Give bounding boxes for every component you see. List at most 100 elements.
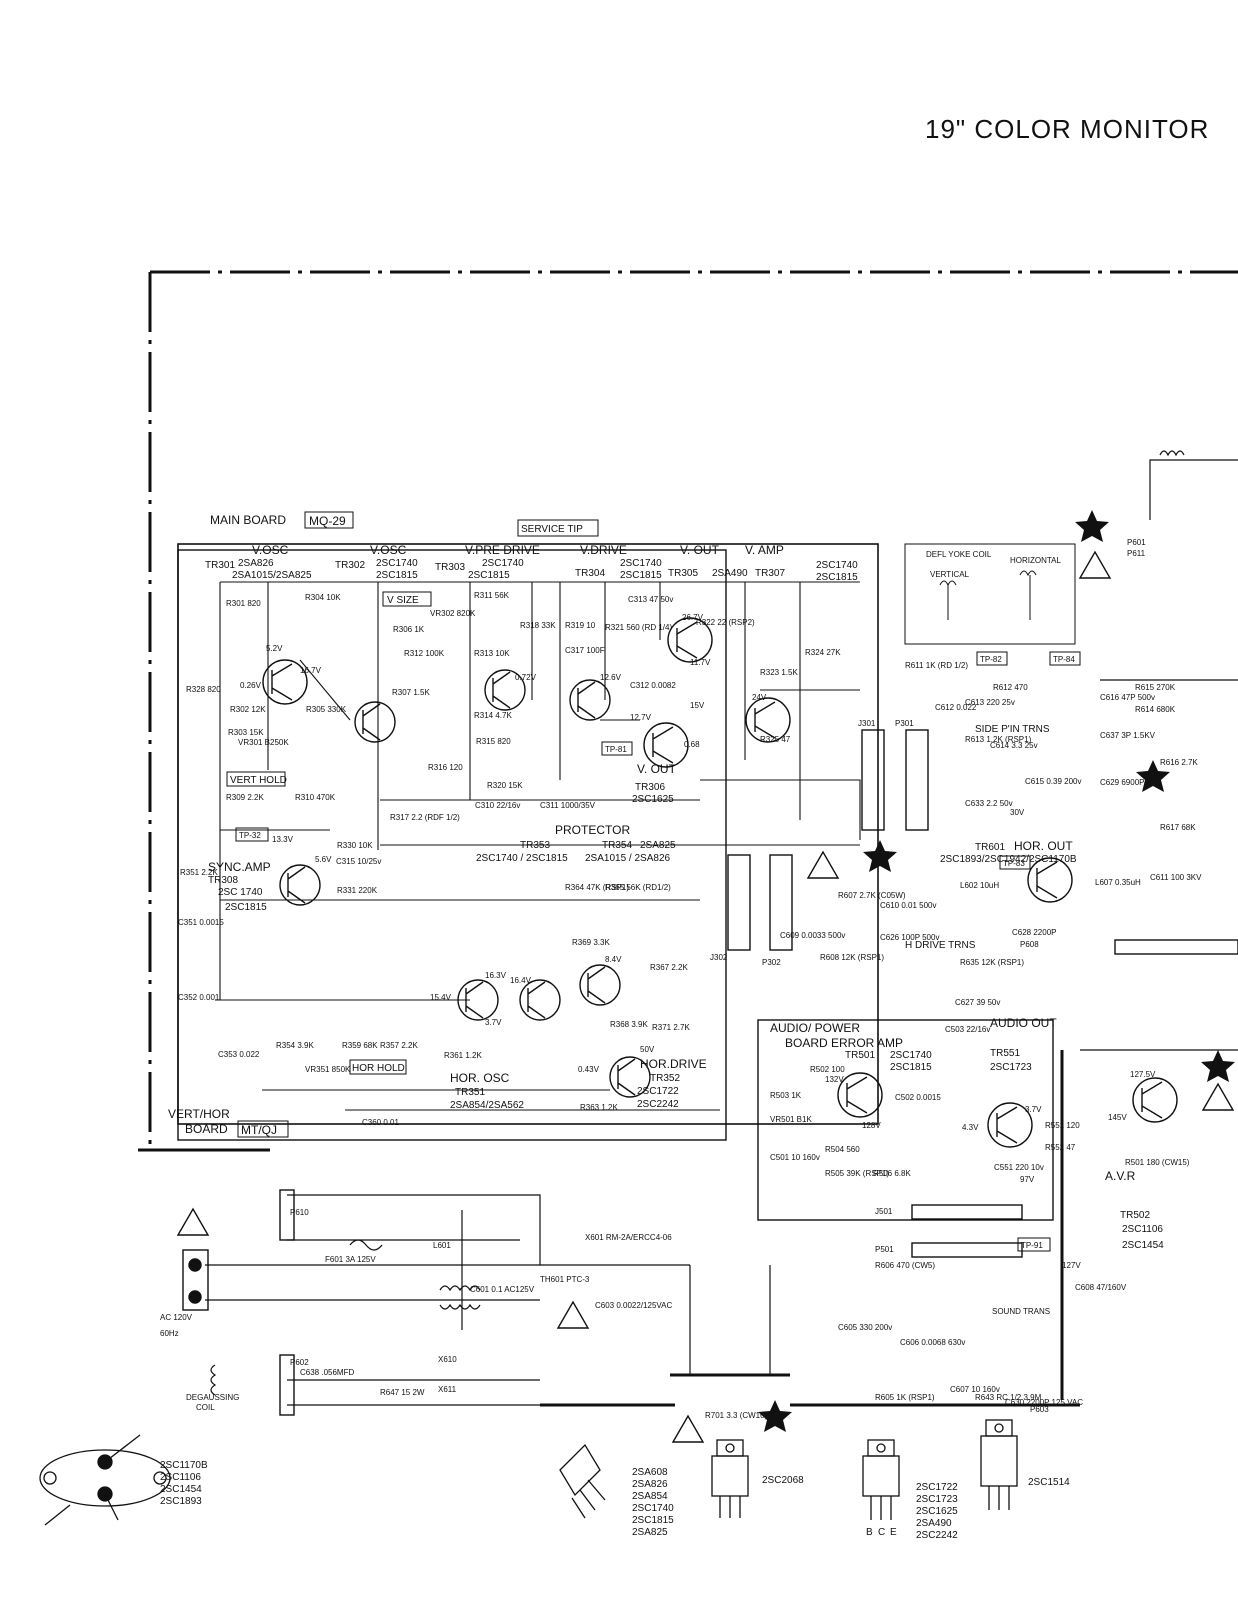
c312-label: C312 0.0082 bbox=[630, 681, 676, 690]
tp-91: TP-91 bbox=[1021, 1241, 1043, 1250]
tr354-part: 2SA825 bbox=[640, 840, 676, 851]
c610-label: C610 0.01 500v bbox=[880, 901, 937, 910]
c611-label: C611 100 3KV bbox=[1150, 873, 1202, 882]
r503-label: R503 1K bbox=[770, 1091, 802, 1100]
legend-to92-1: 2SA826 bbox=[632, 1479, 668, 1490]
l607-label: L607 0.35uH bbox=[1095, 878, 1141, 887]
r354-label: R354 3.9K bbox=[276, 1041, 314, 1050]
conn-j301: J301 bbox=[858, 719, 876, 728]
volt-15v: 15V bbox=[690, 701, 705, 710]
adjust-boxes bbox=[226, 591, 432, 1075]
hor-osc: HOR. OSC bbox=[450, 1071, 510, 1085]
tr301-part: 2SA826 bbox=[238, 558, 274, 569]
r607-label: R607 2.7K (C05W) bbox=[838, 891, 906, 900]
volt-3v7-b: 3.7V bbox=[1025, 1105, 1042, 1114]
vr501-label: VR501 B1K bbox=[770, 1115, 812, 1124]
tr301-alt: 2SA1015/2SA825 bbox=[232, 570, 312, 581]
r304-label: R304 10K bbox=[305, 593, 341, 602]
c637-label: C637 3P 1.5KV bbox=[1100, 731, 1156, 740]
tp-83: TP-83 bbox=[1003, 859, 1025, 868]
legend-to92-0: 2SA608 bbox=[632, 1467, 668, 1478]
tr303-alt: 2SC1815 bbox=[468, 570, 510, 581]
c313-label: C313 47 50v bbox=[628, 595, 673, 604]
vert-hor-board: VERT/HOR BOARD MT/QJ bbox=[168, 549, 727, 1141]
c615-label: C615 0.39 200v bbox=[1025, 777, 1082, 786]
volt-4v3: 4.3V bbox=[962, 1123, 979, 1132]
c633-label: C633 2.2 50v bbox=[965, 799, 1013, 808]
vr302-label: VR302 820K bbox=[430, 609, 476, 618]
r307-label: R307 1.5K bbox=[392, 688, 430, 697]
volt-145v: 145V bbox=[1108, 1113, 1127, 1122]
hor-out: HOR. OUT bbox=[1014, 839, 1073, 853]
avr-label: A.V.R bbox=[1105, 1169, 1136, 1183]
section-headings: V.OSC V.OSC V.PRE DRIVE V.DRIVE V. OUT V… bbox=[160, 543, 1136, 1412]
legend-to3-0: 2SC1170B bbox=[160, 1460, 208, 1471]
tr353-part: 2SC1740 / 2SC1815 bbox=[476, 853, 568, 864]
c638-label: C638 .056MFD bbox=[300, 1368, 354, 1377]
main-board-code: MQ-29 bbox=[309, 514, 346, 528]
r323-label: R323 1.5K bbox=[760, 668, 798, 677]
volt-3v7: 3.7V bbox=[485, 1018, 502, 1027]
volt-127v5: 127.5V bbox=[1130, 1070, 1156, 1079]
x611-label: X611 bbox=[438, 1385, 457, 1394]
conn-p603: P603 bbox=[1030, 1405, 1049, 1414]
c317-label: C317 100F bbox=[565, 646, 605, 655]
tr304-part: 2SC1740 bbox=[620, 558, 662, 569]
volt-15v4: 15.4V bbox=[430, 993, 452, 1002]
c605-label: C605 330 200v bbox=[838, 1323, 892, 1332]
connector-blocks bbox=[279, 729, 1238, 1416]
c501-label: C501 10 160v bbox=[770, 1153, 820, 1162]
r506-label: R506 6.8K bbox=[873, 1169, 911, 1178]
safety-symbols bbox=[176, 550, 1235, 1443]
c608-label: C608 47/160V bbox=[1075, 1283, 1127, 1292]
r501-label: R501 180 (CW15) bbox=[1125, 1158, 1190, 1167]
v-size-control: V SIZE bbox=[387, 595, 419, 606]
r319-label: R319 10 bbox=[565, 621, 596, 630]
ac-freq-label: 60Hz bbox=[160, 1329, 179, 1338]
conn-p610: P610 bbox=[290, 1208, 309, 1217]
volt-13v3: 13.3V bbox=[272, 835, 294, 844]
tr307-part: 2SC1740 bbox=[816, 560, 858, 571]
hor-drive: HOR.DRIVE bbox=[640, 1057, 707, 1071]
tr352-alt: 2SC2242 bbox=[637, 1099, 679, 1110]
r322-label: R322 22 (RSP2) bbox=[696, 618, 755, 627]
volt-8v4: 8.4V bbox=[605, 955, 622, 964]
tr501-ref: TR501 bbox=[845, 1050, 875, 1061]
power-components bbox=[210, 450, 1185, 1396]
volt-16v3: 16.3V bbox=[485, 971, 507, 980]
c551-label: C551 220 10v bbox=[994, 1163, 1044, 1172]
degaussing-coil-label: COIL bbox=[196, 1403, 215, 1412]
volt-128v: 128V bbox=[862, 1121, 881, 1130]
pin-e: E bbox=[890, 1527, 897, 1538]
hor-hold-control: HOR HOLD bbox=[352, 1063, 405, 1074]
degaussing-label: DEGAUSSING bbox=[186, 1393, 239, 1402]
volt-0v26: 0.26V bbox=[240, 681, 262, 690]
power-section-traces bbox=[205, 459, 1238, 1407]
v-pre-drive: V.PRE DRIVE bbox=[465, 543, 540, 557]
protector: PROTECTOR bbox=[555, 823, 630, 837]
volt-16v7: 16.7V bbox=[300, 666, 322, 675]
c614-label: C614 3.3 25v bbox=[990, 741, 1038, 750]
volt-132v: 132V bbox=[825, 1075, 844, 1084]
r365-label: R365 56K (RD1/2) bbox=[605, 883, 671, 892]
ac-input-terminals bbox=[182, 1249, 209, 1311]
c503-label: C503 22/16v bbox=[945, 1025, 990, 1034]
r361-label: R361 1.2K bbox=[444, 1051, 482, 1060]
r317-label: R317 2.2 (RDF 1/2) bbox=[390, 813, 460, 822]
tr351-part: 2SA854/2SA562 bbox=[450, 1100, 524, 1111]
r635-label: R635 12K (RSP1) bbox=[960, 958, 1024, 967]
c607-label: C607 10 160v bbox=[950, 1385, 1000, 1394]
r321-label: R321 560 (RD 1/4) bbox=[605, 623, 672, 632]
v-amp: V. AMP bbox=[745, 543, 784, 557]
r320-label: R320 15K bbox=[487, 781, 523, 790]
volt-50v: 50V bbox=[640, 1045, 655, 1054]
tr551-part: 2SC1723 bbox=[990, 1062, 1032, 1073]
f601-label: F601 3A 125V bbox=[325, 1255, 376, 1264]
l602-label: L602 10uH bbox=[960, 881, 999, 890]
package-legend bbox=[39, 1419, 1018, 1526]
r616-label: R616 2.7K bbox=[1160, 758, 1198, 767]
conn-p602: P602 bbox=[290, 1358, 309, 1367]
tr305-part: 2SA490 bbox=[712, 568, 748, 579]
r315-label: R315 820 bbox=[476, 737, 511, 746]
r647-label: R647 15 2W bbox=[380, 1388, 425, 1397]
